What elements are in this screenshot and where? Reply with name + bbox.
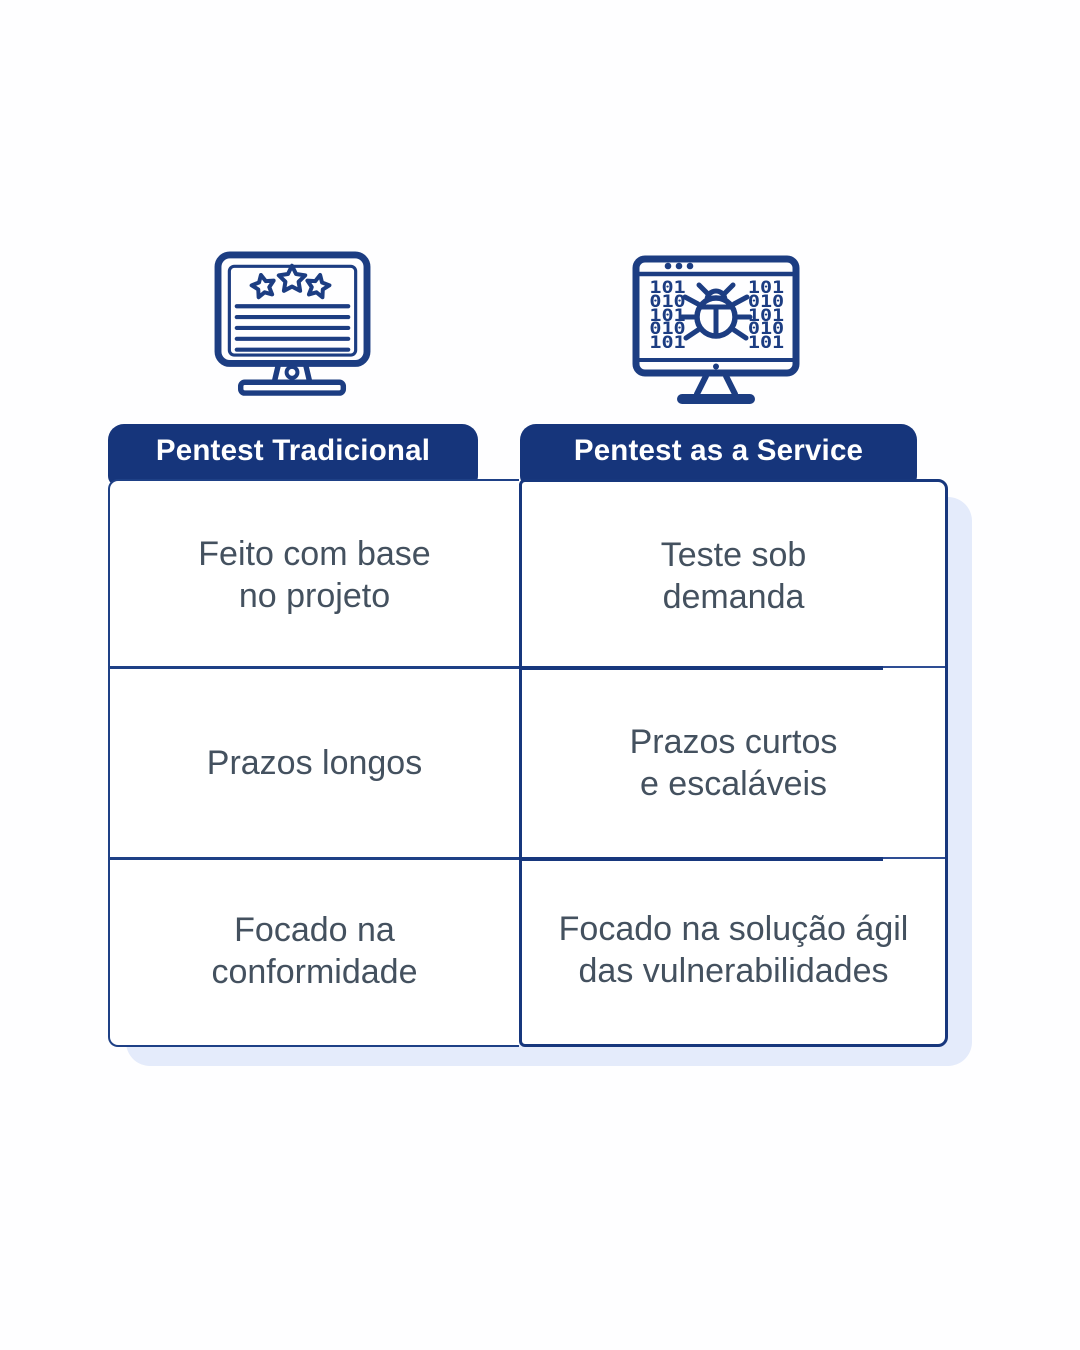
header-pentest-tradicional: Pentest Tradicional [108,424,478,486]
svg-text:010: 010 [649,320,685,339]
cell-traditional-row1: Feito com base no projeto [198,535,431,615]
svg-text:101: 101 [748,279,784,298]
column-traditional: Feito com base no projeto Prazos longos … [108,479,519,1047]
report-lines-group [234,304,351,352]
svg-text:101: 101 [649,334,685,353]
binary-right-group: 101 010 101 010 101 [748,279,784,353]
cell-service-row2: Prazos curtos e escaláveis [629,722,838,803]
monitor-screen [227,264,358,357]
header-label: Pentest as a Service [573,433,864,467]
bug-icon [679,282,753,341]
column-service: Teste sob demanda Prazos curtos e escalá… [519,479,948,1047]
star-icon [249,272,276,300]
svg-text:101: 101 [748,334,784,353]
row-divider [110,857,519,860]
monitor-stand [237,362,347,396]
svg-text:010: 010 [748,293,784,312]
stars-group [249,263,332,300]
cell-traditional-row3: Focado na conformidade [211,911,418,991]
row-divider-tail [883,666,945,668]
titlebar-dots [664,262,694,270]
traditional-pentest-monitor-icon [214,251,371,396]
row-divider [110,666,519,669]
svg-text:101: 101 [748,307,784,326]
header-label: Pentest Tradicional [155,433,431,467]
binary-left-group: 101 010 101 010 101 [649,279,685,353]
svg-text:010: 010 [649,293,685,312]
header-pentest-as-a-service: Pentest as a Service [520,424,917,486]
svg-text:101: 101 [649,279,685,298]
cell-traditional-row2: Prazos longos [206,744,423,782]
pentest-service-bug-monitor-icon: 101 010 101 010 101 101 010 101 010 101 [632,255,800,404]
row-divider-tail [883,857,945,859]
monitor-frame [632,255,800,377]
cell-service-row3: Focado na solução ágil das vulnerabilida… [558,910,909,991]
svg-text:010: 010 [748,320,784,339]
star-icon [305,272,332,300]
row-divider [522,857,883,861]
cell-service-row1: Teste sob demanda [660,535,807,616]
svg-text:101: 101 [649,307,685,326]
bezel-dot [713,363,719,370]
star-icon [276,263,308,293]
monitor-stand [677,373,755,404]
row-divider [522,666,883,670]
monitor-frame [214,251,371,367]
